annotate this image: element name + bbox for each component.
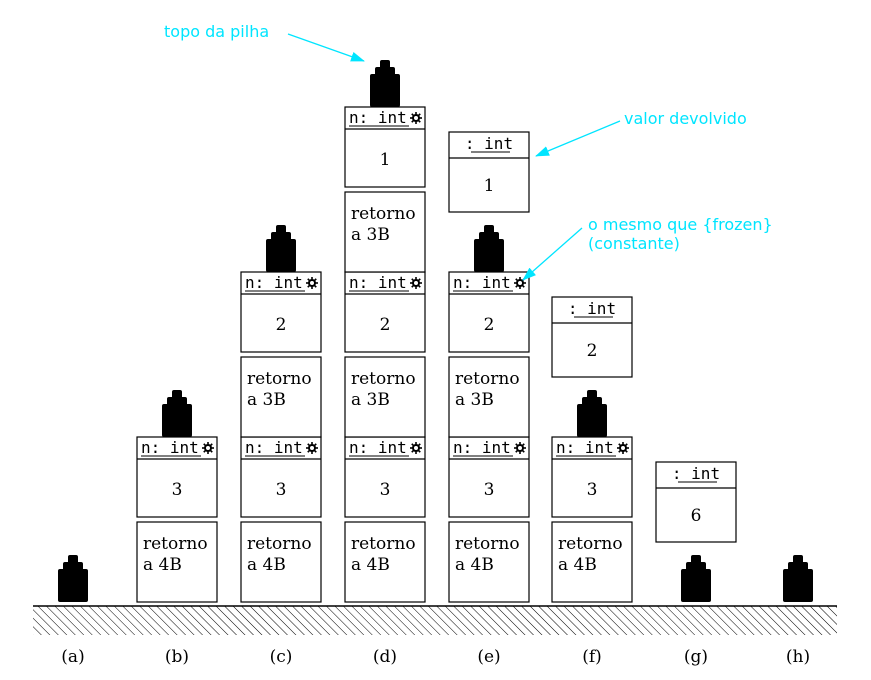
return-address: a 4B	[247, 555, 286, 575]
gear-icon	[514, 442, 526, 454]
returned-value-box: : int 6	[655, 461, 737, 543]
arrow-frozen	[522, 227, 583, 281]
returned-value: 2	[587, 341, 598, 361]
gear-icon	[410, 112, 422, 124]
arrow-returned-value	[535, 120, 621, 157]
weight-icon	[266, 225, 296, 272]
variable-header: n: int	[141, 438, 199, 457]
annotation-frozen: o mesmo que {frozen}	[588, 215, 773, 234]
weight-icon	[370, 60, 400, 107]
int-type-header: : int	[568, 299, 616, 318]
ground	[33, 605, 837, 635]
annotations: topo da pilha valor devolvido o mesmo qu…	[164, 22, 773, 281]
stack-column: (h)	[783, 555, 813, 667]
return-label: retorno	[455, 534, 520, 554]
returned-value: 1	[484, 176, 495, 196]
gear-icon	[410, 442, 422, 454]
return-address: a 4B	[455, 555, 494, 575]
int-type-header: : int	[465, 134, 513, 153]
variable-header: n: int	[453, 438, 511, 457]
returned-value: 6	[691, 506, 702, 526]
return-address: a 4B	[558, 555, 597, 575]
column-label: (g)	[684, 647, 708, 667]
gear-icon	[306, 442, 318, 454]
variable-value: 2	[380, 315, 391, 335]
weight-icon	[58, 555, 88, 602]
return-address: a 3B	[351, 390, 390, 410]
variable-value: 3	[380, 480, 391, 500]
gear-icon	[514, 277, 526, 289]
int-type-header: : int	[672, 464, 720, 483]
gear-icon	[617, 442, 629, 454]
column-label: (c)	[270, 647, 293, 667]
column-label: (e)	[477, 647, 500, 667]
column-label: (d)	[373, 647, 397, 667]
weight-icon	[577, 390, 607, 437]
gear-icon	[202, 442, 214, 454]
gear-icon	[410, 277, 422, 289]
variable-header: n: int	[349, 273, 407, 292]
return-label: retorno	[351, 369, 416, 389]
variable-value: 1	[380, 150, 391, 170]
variable-value: 2	[484, 315, 495, 335]
column-label: (f)	[582, 647, 602, 667]
returned-value-box: : int 2	[551, 296, 633, 378]
gear-icon	[306, 277, 318, 289]
weight-icon	[162, 390, 192, 437]
variable-value: 3	[587, 480, 598, 500]
variable-value: 3	[172, 480, 183, 500]
return-label: retorno	[247, 534, 312, 554]
variable-value: 2	[276, 315, 287, 335]
variable-header: n: int	[245, 438, 303, 457]
annotation-returned-value: valor devolvido	[624, 109, 747, 128]
annotation-constant: (constante)	[588, 234, 680, 253]
column-label: (h)	[786, 647, 810, 667]
return-address: a 4B	[143, 555, 182, 575]
return-address: a 3B	[351, 225, 390, 245]
column-label: (a)	[61, 647, 84, 667]
variable-value: 3	[484, 480, 495, 500]
variable-header: n: int	[349, 438, 407, 457]
return-label: retorno	[558, 534, 623, 554]
annotation-top-of-stack: topo da pilha	[164, 22, 269, 41]
variable-header: n: int	[453, 273, 511, 292]
return-label: retorno	[455, 369, 520, 389]
stack-column: (a)	[58, 555, 88, 667]
return-address: a 3B	[247, 390, 286, 410]
return-label: retorno	[143, 534, 208, 554]
variable-value: 3	[276, 480, 287, 500]
variable-header: n: int	[556, 438, 614, 457]
return-address: a 3B	[455, 390, 494, 410]
weight-icon	[681, 555, 711, 602]
return-label: retorno	[247, 369, 312, 389]
return-address: a 4B	[351, 555, 390, 575]
weight-icon	[474, 225, 504, 272]
stack-column: : int 6 (g)	[655, 461, 737, 667]
variable-header: n: int	[245, 273, 303, 292]
returned-value-box: : int 1	[448, 131, 530, 213]
arrow-top-of-stack	[287, 33, 365, 62]
column-label: (b)	[165, 647, 189, 667]
return-label: retorno	[351, 204, 416, 224]
weight-icon	[783, 555, 813, 602]
variable-header: n: int	[349, 108, 407, 127]
return-label: retorno	[351, 534, 416, 554]
